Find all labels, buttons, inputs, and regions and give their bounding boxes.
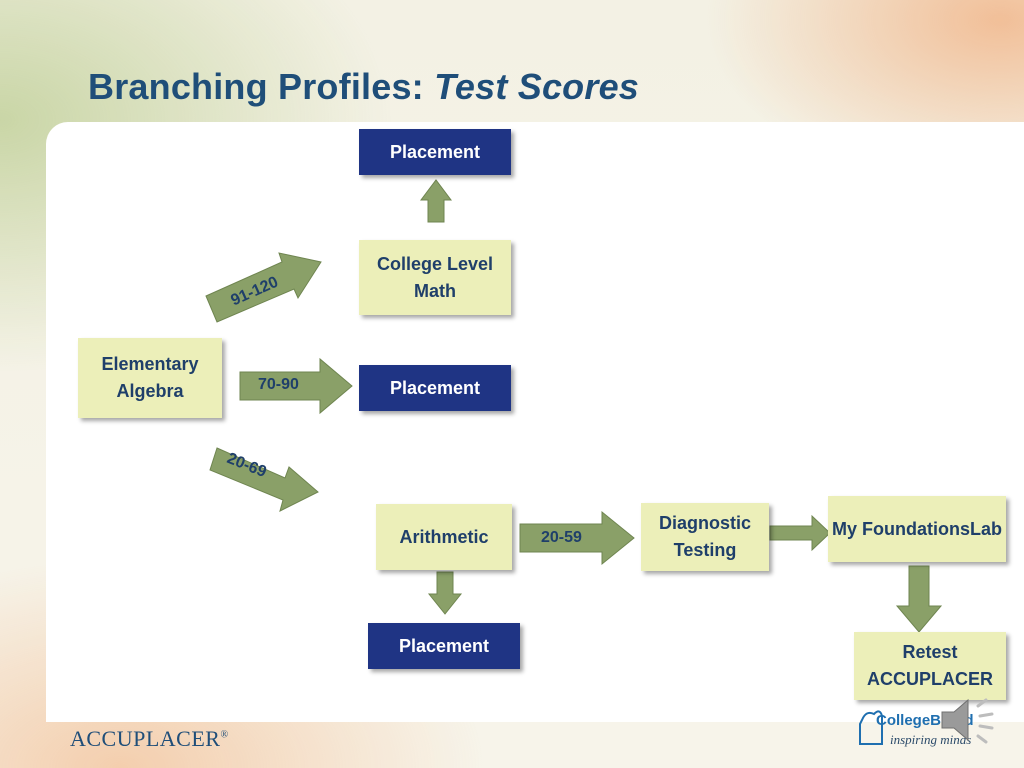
node-placement-top: Placement (359, 129, 511, 175)
arrow-label-70-90: 70-90 (258, 376, 299, 393)
slide-title: Branching Profiles: Test Scores (88, 66, 639, 108)
speaker-icon[interactable] (936, 690, 1006, 750)
arrow-down-to-retest (895, 565, 943, 633)
accuplacer-logo: ACCUPLACER® (70, 726, 229, 751)
arrow-20-59 (519, 510, 635, 566)
node-elementary-algebra: Elementary Algebra (78, 338, 222, 418)
title-italic: Test Scores (434, 66, 640, 107)
arrow-91-120 (205, 252, 322, 323)
collegeboard-tagline: inspiring minds (890, 732, 972, 747)
arrow-20-69 (209, 447, 319, 512)
node-arithmetic: Arithmetic (376, 504, 512, 570)
node-retest-accuplacer: Retest ACCUPLACER (854, 632, 1006, 700)
title-main: Branching Profiles: (88, 66, 435, 107)
arrow-down-to-placement (427, 571, 463, 615)
node-college-level-math: College Level Math (359, 240, 511, 315)
node-diagnostic-testing: Diagnostic Testing (641, 503, 769, 571)
content-panel (46, 122, 1024, 722)
accuplacer-logo-text: ACCUPLACER (70, 726, 221, 751)
arrow-70-90 (239, 357, 353, 415)
node-my-foundations-lab: My FoundationsLab (828, 496, 1006, 562)
arrow-label-20-59: 20-59 (541, 529, 582, 546)
collegeboard-acorn-icon (859, 710, 883, 745)
node-placement-middle: Placement (359, 365, 511, 411)
node-placement-bottom: Placement (368, 623, 520, 669)
arrow-diagnostic-to-lab (769, 514, 831, 552)
arrow-up-to-placement (420, 179, 452, 223)
